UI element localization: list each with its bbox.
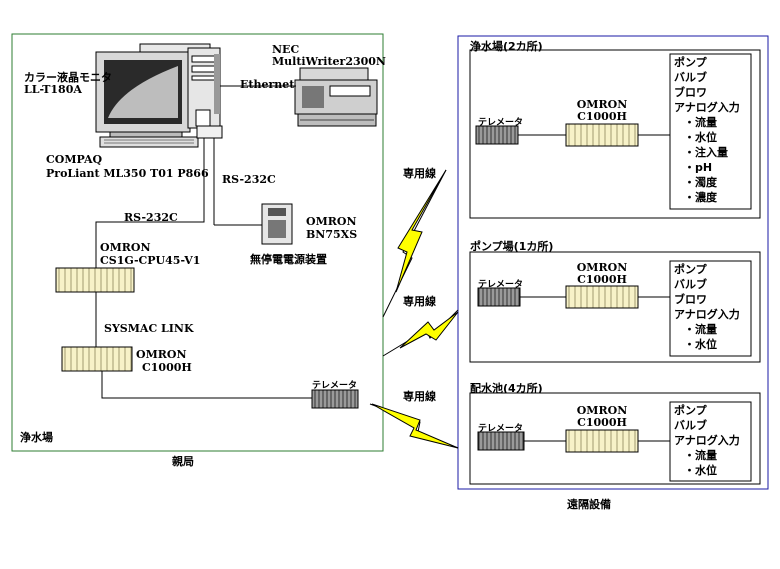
ups-icon xyxy=(261,203,293,245)
site-box-3 xyxy=(469,392,761,485)
printer-label-1: NEC xyxy=(272,43,300,56)
site-2-item-list: ポンプ バルブ ブロワ アナログ入力 ・流量 ・水位 xyxy=(674,262,740,352)
site-2-item: バルブ xyxy=(674,278,707,291)
site-3-telemeter-label: テレメータ xyxy=(478,424,524,434)
site-3-subitem: ・水位 xyxy=(684,464,717,477)
site-2-list-box xyxy=(669,260,752,357)
site-2-item: ブロワ xyxy=(674,293,707,306)
site-box-2 xyxy=(469,251,761,363)
plc-main-label-1: OMRON xyxy=(100,241,151,254)
site-3-item: バルブ xyxy=(674,419,707,432)
site-1-subitem: ・濃度 xyxy=(684,191,717,204)
monitor-label-1: カラー液晶モニタ xyxy=(24,71,112,84)
site-2-subitem: ・水位 xyxy=(684,338,717,351)
remote-caption: 遠隔設備 xyxy=(567,498,611,511)
site-3-plc-icon xyxy=(565,429,639,453)
dedicated-line-label-1: 専用線 xyxy=(403,167,436,180)
server-label-2: ProLiant ML350 T01 P866 xyxy=(46,167,209,180)
site-1-plc-label-1: OMRON xyxy=(576,98,628,111)
parent-telemeter-label: テレメータ xyxy=(312,381,358,391)
site-1-list-box xyxy=(669,53,752,210)
site-1-telemeter-icon xyxy=(475,125,519,145)
sysmac-link-label: SYSMAC LINK xyxy=(104,322,194,335)
site-3-plc-label-2: C1000H xyxy=(577,416,627,429)
site-3-subitem: ・流量 xyxy=(684,449,717,462)
site-2-subitem: ・流量 xyxy=(684,323,717,336)
ups-label-3: 無停電電源装置 xyxy=(250,253,327,266)
site-2-item: アナログ入力 xyxy=(674,308,740,321)
site-2-plc-label-1: OMRON xyxy=(576,261,628,274)
ups-label-2: BN75XS xyxy=(306,228,358,241)
plc-sub-icon xyxy=(61,346,133,372)
site-1-item: ポンプ xyxy=(674,56,707,69)
parent-station-frame xyxy=(11,33,384,452)
server-icon xyxy=(187,47,223,139)
site-1-subitem: ・注入量 xyxy=(684,146,728,159)
ethernet-label: Ethernet xyxy=(240,78,295,91)
connection-lines xyxy=(95,85,670,442)
site-2-telemeter-label: テレメータ xyxy=(478,280,524,290)
site-1-item-list: ポンプ バルブ ブロワ アナログ入力 ・流量 ・水位 ・注入量 ・pH ・濁度 … xyxy=(674,55,740,205)
parent-caption: 親局 xyxy=(172,455,194,468)
site-3-item: ポンプ xyxy=(674,404,707,417)
rs232c-label-2: RS-232C xyxy=(124,211,178,224)
dedicated-line-label-2: 専用線 xyxy=(403,295,436,308)
plc-main-icon xyxy=(55,267,135,293)
site-1-subitem: ・濁度 xyxy=(684,176,717,189)
site-1-plc-label-2: C1000H xyxy=(577,110,627,123)
remote-facility-frame xyxy=(457,35,769,490)
dedicated-line-label-3: 専用線 xyxy=(403,390,436,403)
site-3-item: アナログ入力 xyxy=(674,434,740,447)
site-1-telemeter-label: テレメータ xyxy=(478,118,524,128)
site-box-1 xyxy=(469,49,761,219)
site-3-plc-label-1: OMRON xyxy=(576,404,628,417)
site-1-title: 浄水場(2カ所) xyxy=(470,40,543,53)
site-2-telemeter-icon xyxy=(477,287,521,307)
plc-main-label-2: CS1G-CPU45-V1 xyxy=(100,254,201,267)
site-1-plc-icon xyxy=(565,123,639,147)
site-2-plc-label-2: C1000H xyxy=(577,273,627,286)
parent-telemeter-icon xyxy=(311,389,359,409)
parent-frame-label: 浄水場 xyxy=(20,431,53,444)
server-label-1: COMPAQ xyxy=(46,153,103,166)
site-1-subitem: ・流量 xyxy=(684,116,717,129)
monitor-label-2: LL-T180A xyxy=(24,83,82,96)
dedicated-line-bolts xyxy=(369,169,459,449)
site-2-item: ポンプ xyxy=(674,263,707,276)
site-1-item: アナログ入力 xyxy=(674,101,740,114)
site-3-list-box xyxy=(669,401,752,482)
site-2-title: ポンプ場(1カ所) xyxy=(470,240,554,253)
ups-label-1: OMRON xyxy=(306,215,357,228)
site-1-subitem: ・水位 xyxy=(684,131,717,144)
site-1-subitem: ・pH xyxy=(684,161,713,174)
plc-sub-label-1: OMRON xyxy=(136,348,187,361)
site-1-item: ブロワ xyxy=(674,86,707,99)
printer-label-2: MultiWriter2300N xyxy=(272,55,386,68)
printer-icon xyxy=(294,67,378,127)
site-3-item-list: ポンプ バルブ アナログ入力 ・流量 ・水位 xyxy=(674,403,740,478)
site-3-telemeter-icon xyxy=(477,431,525,451)
monitor-icon xyxy=(95,43,211,148)
plc-sub-label-2: C1000H xyxy=(142,361,192,374)
site-3-title: 配水池(4カ所) xyxy=(470,382,543,395)
site-2-plc-icon xyxy=(565,285,639,309)
site-1-item: バルブ xyxy=(674,71,707,84)
rs232c-label-1: RS-232C xyxy=(222,173,276,186)
